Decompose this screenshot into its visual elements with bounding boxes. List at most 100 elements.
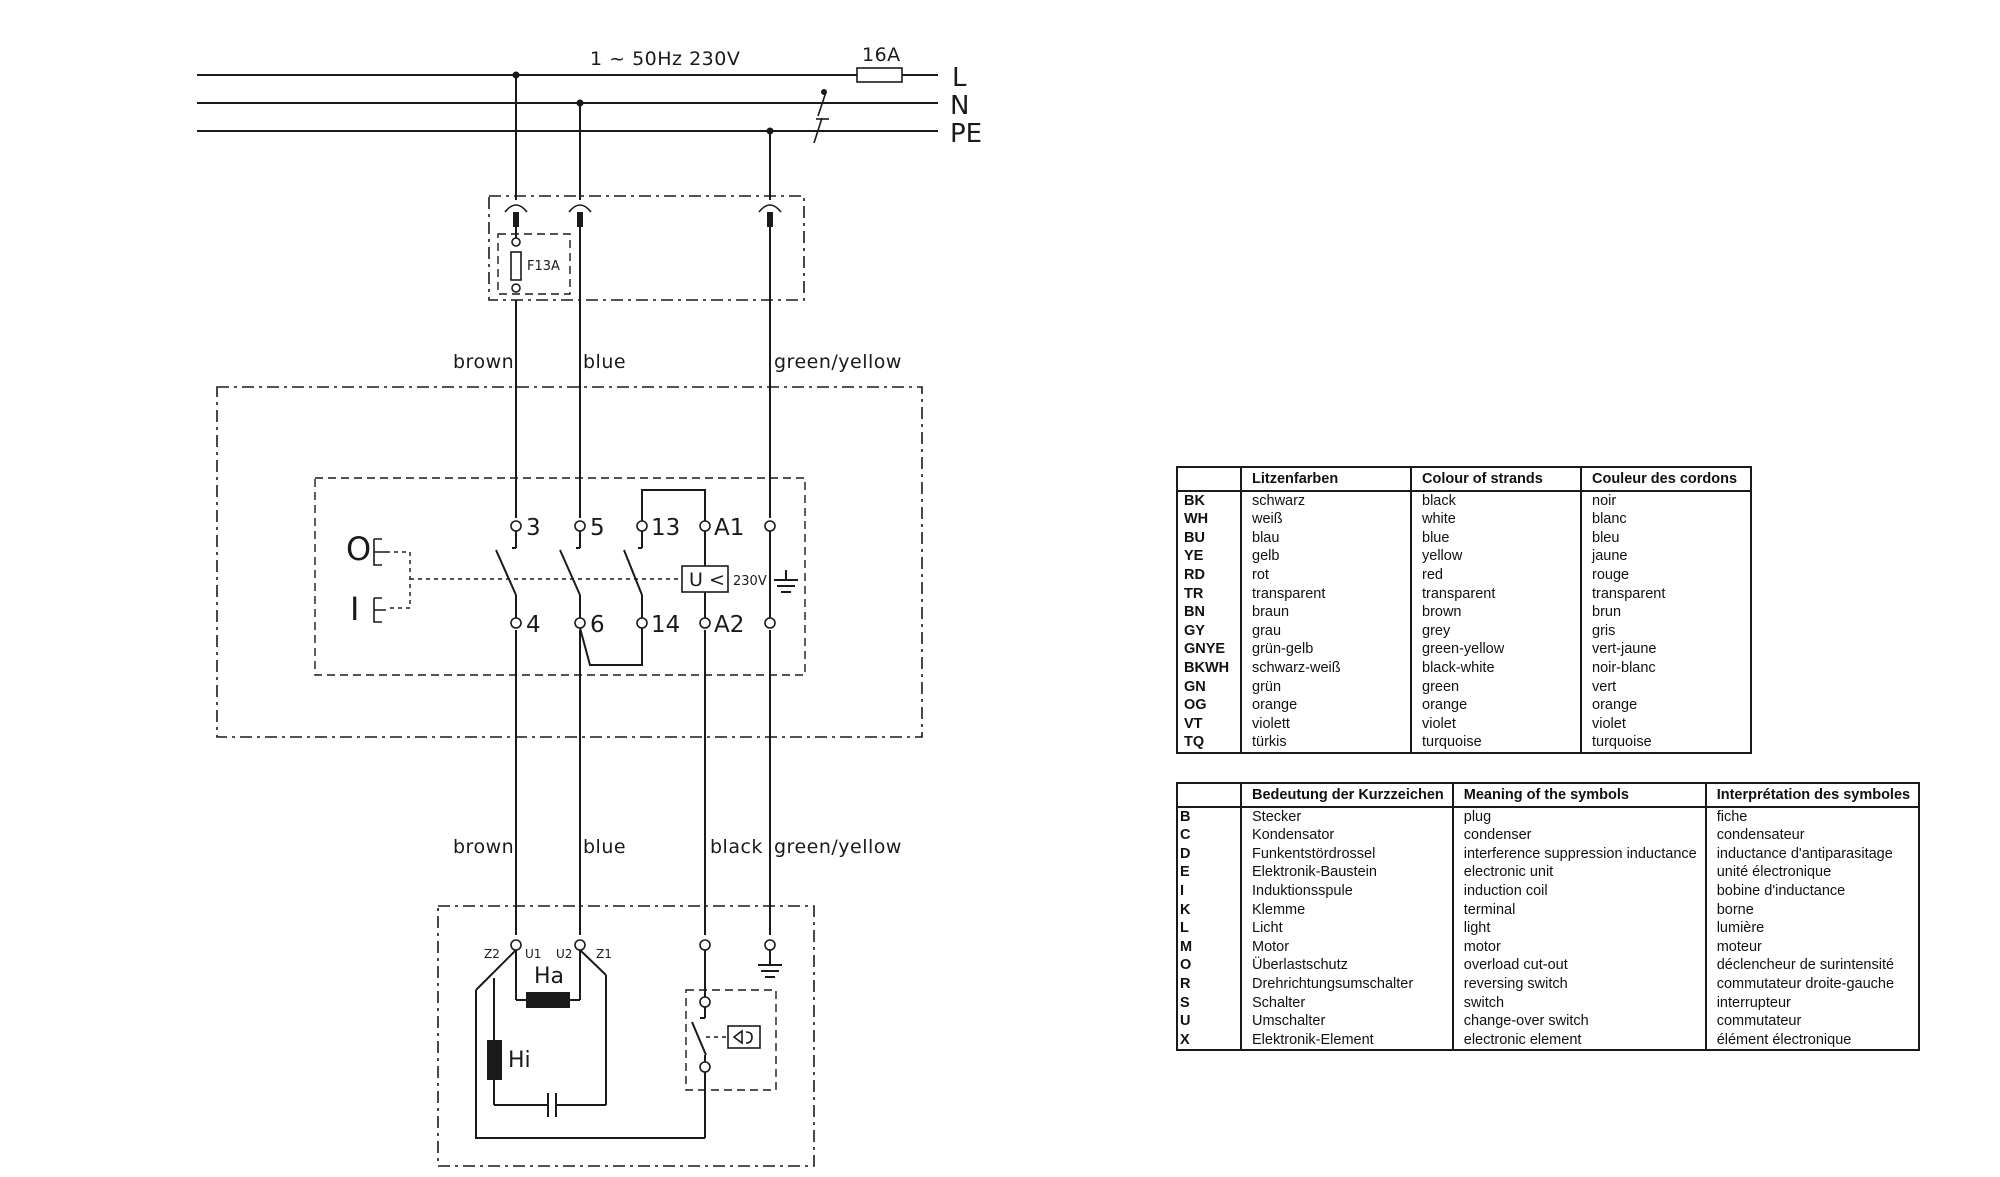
aux-winding-label: Hi	[508, 1048, 531, 1073]
table-cell-code: BKWH	[1177, 658, 1242, 678]
symbol-header-de: Bedeutung der Kurzzeichen	[1241, 783, 1454, 808]
table-cell: black	[1411, 490, 1582, 511]
table-cell: transparent	[1592, 585, 1666, 602]
table-cell: inductance d'antiparasitage	[1716, 845, 1893, 862]
colour-header-en: Colour of strands	[1411, 467, 1582, 492]
supply-lines: 16A 1 ~ 50Hz 230V L N PE	[197, 44, 982, 149]
table-cell: Umschalter	[1241, 1012, 1454, 1031]
table-cell: braun	[1241, 603, 1412, 622]
supply-label: 1 ~ 50Hz 230V	[590, 48, 740, 70]
colour-table-header: Litzenfarben Colour of strands Couleur d…	[1177, 467, 1751, 492]
table-cell-code: YE	[1177, 547, 1242, 566]
line-label-L: L	[952, 63, 967, 93]
symbol-table-header: Bedeutung der Kurzzeichen Meaning of the…	[1177, 783, 1920, 808]
switch-contacts: U < 230V 3 5 13 A1 4 6 14 A2 O I	[346, 489, 798, 666]
wire-label-blue-top: blue	[583, 351, 626, 373]
table-cell: Licht	[1241, 919, 1454, 938]
table-cell: condensateur	[1716, 827, 1805, 844]
motor-terminal-Z1: Z1	[596, 947, 612, 961]
table-cell: brun	[1592, 604, 1622, 621]
table-cell: Kondensator	[1241, 826, 1454, 845]
table-cell: green	[1411, 677, 1582, 697]
table-cell: Elektronik-Element	[1241, 1030, 1454, 1051]
table-cell: blau	[1241, 528, 1412, 548]
table-cell: fiche	[1716, 808, 1748, 825]
symbol-header-en: Meaning of the symbols	[1452, 783, 1707, 808]
supply-fuse-label: 16A	[862, 44, 901, 66]
table-cell-code: B	[1177, 806, 1242, 827]
table-cell: blue	[1411, 528, 1582, 548]
colour-header-code	[1177, 467, 1242, 492]
table-cell: plug	[1452, 806, 1707, 827]
table-cell: Funkentstördrossel	[1241, 844, 1454, 864]
table-cell-code: BU	[1177, 528, 1242, 548]
wire-label-gnye-bottom: green/yellow	[774, 836, 902, 858]
table-cell: commutateur droite-gauche	[1716, 975, 1895, 992]
table-cell: violett	[1241, 714, 1412, 734]
wire-label-brown-bottom: brown	[453, 836, 514, 858]
table-cell: red	[1411, 565, 1582, 585]
table-cell-code: GNYE	[1177, 640, 1242, 659]
table-cell: terminal	[1452, 900, 1707, 920]
table-cell: élément électronique	[1716, 1031, 1852, 1048]
table-cell-code: RD	[1177, 565, 1242, 585]
line-label-PE: PE	[950, 119, 982, 149]
table-cell: orange	[1241, 696, 1412, 715]
table-cell-code: R	[1177, 974, 1242, 994]
table-cell: unité électronique	[1716, 864, 1832, 881]
table-cell-code: I	[1177, 881, 1242, 901]
table-cell: orange	[1592, 697, 1638, 714]
table-cell: déclencheur de surintensité	[1716, 957, 1895, 974]
table-cell: Induktionsspule	[1241, 881, 1454, 901]
colour-header-de: Litzenfarben	[1241, 467, 1412, 492]
supply-fuse	[856, 67, 903, 83]
table-cell-code: OG	[1177, 696, 1242, 715]
table-cell: blanc	[1592, 511, 1627, 528]
table-cell: grün-gelb	[1241, 640, 1412, 659]
table-cell-code: WH	[1177, 510, 1242, 529]
conductors	[515, 75, 771, 935]
coil-voltage-label: 230V	[733, 574, 767, 589]
table-cell: turquoise	[1592, 734, 1652, 751]
table-cell: interrupteur	[1716, 994, 1791, 1011]
off-button-label: O	[346, 530, 371, 568]
table-cell: grau	[1241, 621, 1412, 641]
table-cell: Elektronik-Baustein	[1241, 863, 1454, 882]
table-cell: schwarz	[1241, 490, 1412, 511]
table-cell: jaune	[1592, 548, 1628, 565]
table-cell: Stecker	[1241, 806, 1454, 827]
terminal-3: 3	[526, 515, 541, 541]
table-cell: light	[1452, 919, 1707, 938]
table-cell: yellow	[1411, 547, 1582, 566]
table-cell-code: S	[1177, 993, 1242, 1013]
table-cell-code: U	[1177, 1012, 1242, 1031]
wire-label-black-bottom: black	[710, 836, 763, 858]
table-cell: overload cut-out	[1452, 956, 1707, 975]
table-cell: vert-jaune	[1592, 641, 1657, 658]
table-cell: borne	[1716, 901, 1754, 918]
terminal-A1: A1	[714, 515, 744, 541]
table-cell-code: K	[1177, 900, 1242, 920]
main-winding-label: Ha	[534, 964, 564, 989]
wire-label-blue-bottom: blue	[583, 836, 626, 858]
plug-fuse-label: F13A	[527, 259, 560, 274]
motor-terminal-U1: U1	[525, 947, 541, 961]
